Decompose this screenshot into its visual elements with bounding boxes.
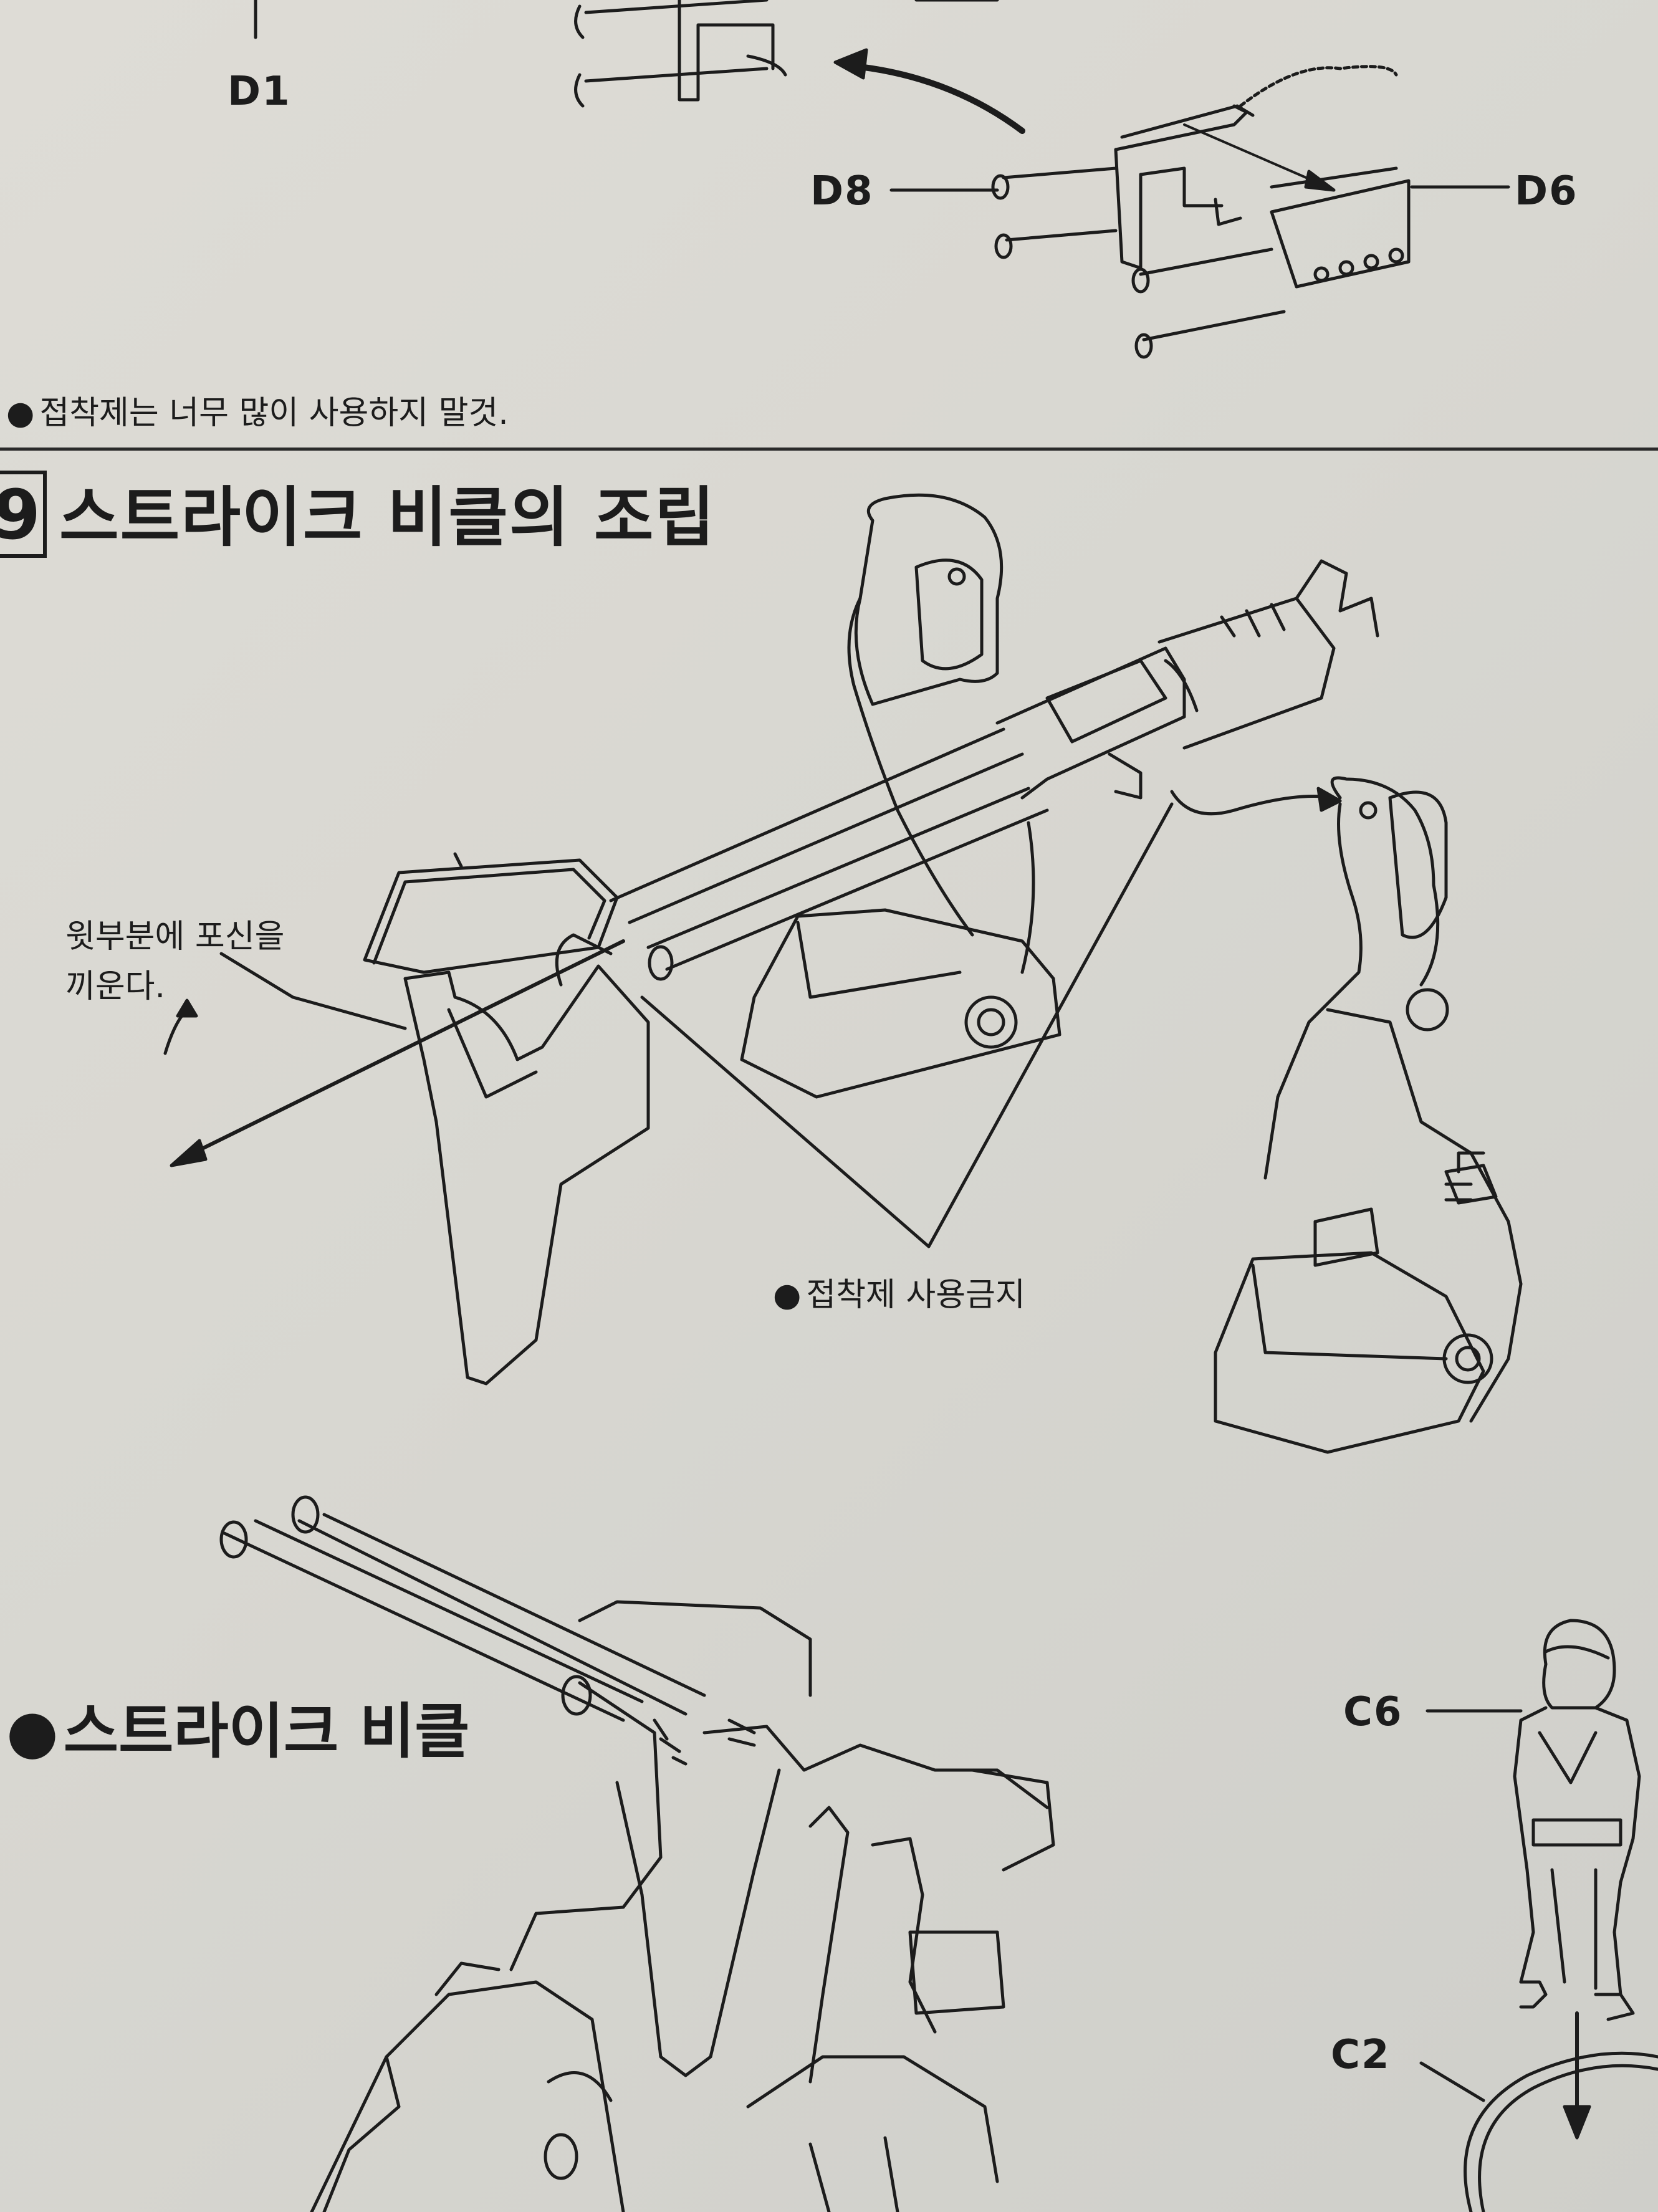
completed-vehicle-title: 스트라이크 비클: [6, 1683, 470, 1769]
part-label-c6: C6: [1343, 1689, 1403, 1735]
connect-arrow: [1170, 790, 1336, 816]
part-label-c2: C2: [1331, 2032, 1391, 2078]
completed-vehicle-drawing: [219, 1495, 1055, 2212]
c2-leader: [1419, 2061, 1485, 2102]
part-d8-drawing: [991, 65, 1398, 270]
mech-upper-body: [740, 493, 1061, 1099]
part-label-d6: D6: [1515, 168, 1578, 214]
mech-lower-body-right: [1214, 776, 1523, 1454]
part-label-d1: D1: [228, 69, 291, 115]
assembly-arrow-top: [833, 48, 1025, 134]
gun-instruction-line2: 끼운다.: [65, 968, 166, 1005]
gun-instruction-line1: 윗부분에 포신을: [65, 918, 285, 955]
display-base-drawing: [1464, 2011, 1658, 2212]
no-glue-note: 접착제 사용금지: [773, 1268, 1025, 1315]
step-title: 스트라이크 비클의 조립: [59, 479, 716, 555]
part-d6-drawing: [1131, 123, 1411, 359]
section-divider: [0, 448, 1658, 451]
connect-arrowhead: [1316, 787, 1342, 812]
top-part-fragment: [254, 0, 999, 108]
gun-note-leader: [219, 952, 407, 1030]
front-armor-shield: [163, 852, 650, 1386]
pilot-figure-drawing: [1513, 1619, 1641, 2021]
glue-warning-note: 접착제는 너무 많이 사용하지 말것.: [6, 386, 508, 433]
step-number-box: 9: [0, 471, 47, 558]
gun-barrel-assembly: [609, 559, 1379, 981]
part-label-d8: D8: [810, 168, 874, 214]
no-glue-leader: [640, 802, 1174, 1248]
assembly-arrow-long: [170, 939, 625, 1167]
